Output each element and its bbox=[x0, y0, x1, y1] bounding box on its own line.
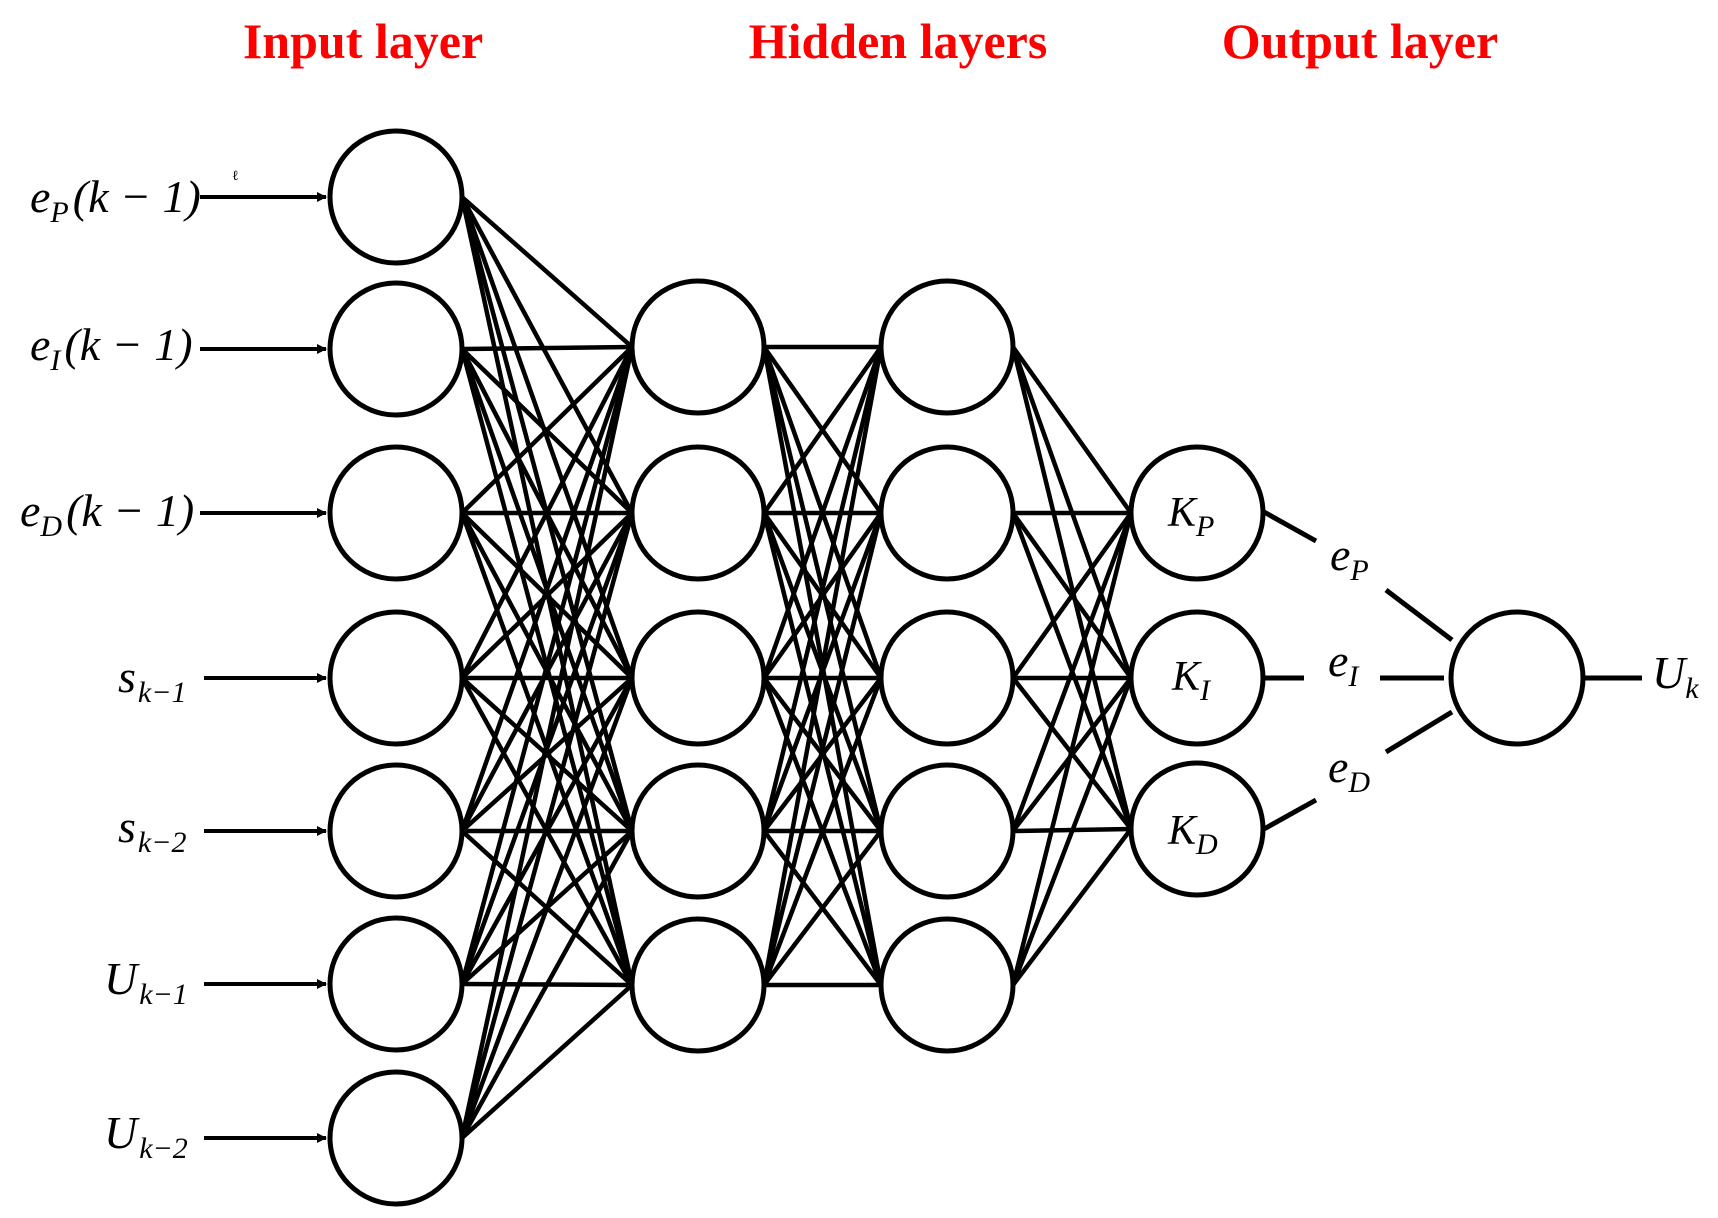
hidden1-hidden2-edge bbox=[761, 677, 884, 986]
hidden2-output-edge bbox=[1010, 677, 1134, 986]
node-label-kp: KP bbox=[1167, 490, 1214, 543]
hidden1-hidden2-edge bbox=[761, 512, 884, 986]
ki-node bbox=[1128, 609, 1266, 747]
hidden1-node bbox=[629, 444, 767, 582]
input-node bbox=[327, 128, 465, 266]
error-label-ep: eP bbox=[1330, 529, 1369, 587]
hidden1-hidden2-edge bbox=[761, 346, 884, 832]
input-node bbox=[327, 1069, 465, 1207]
input-hidden1-edge bbox=[461, 344, 633, 352]
node-label-ki: KI bbox=[1171, 654, 1212, 707]
hidden2-node bbox=[878, 444, 1016, 582]
input-label-sk2: sk−2 bbox=[118, 801, 186, 859]
input-hidden1-edge bbox=[460, 983, 634, 1140]
hidden2-node bbox=[878, 609, 1016, 747]
hidden1-hidden2-edge bbox=[761, 346, 884, 679]
output-label-uk: Uk bbox=[1652, 647, 1699, 705]
input-arrows bbox=[200, 192, 327, 1143]
input-label-uk2: Uk−2 bbox=[104, 1107, 188, 1165]
hidden2-output-edge bbox=[1010, 512, 1134, 986]
kd-node bbox=[1128, 760, 1266, 898]
input-label-ed: eD(k − 1) bbox=[20, 485, 194, 543]
hidden1-node bbox=[629, 278, 767, 416]
input-label-sk1: sk−1 bbox=[118, 651, 186, 709]
hidden2-output-edge bbox=[1011, 511, 1133, 680]
hidden2-output-edge bbox=[1010, 512, 1134, 832]
hidden2-node bbox=[878, 916, 1016, 1054]
kp-node bbox=[1128, 444, 1266, 582]
input-hidden1-edge bbox=[459, 512, 635, 1139]
input-labels: eP(k − 1) eI(k − 1) eD(k − 1) sk−1 sk−2 … bbox=[20, 171, 201, 1165]
stray-mark: ℓ bbox=[232, 169, 239, 184]
link-kp-ep bbox=[1262, 509, 1318, 544]
link-ed-sum bbox=[1384, 709, 1454, 755]
connections bbox=[459, 195, 1134, 1140]
input-node bbox=[327, 280, 465, 418]
output-layer-header: Output layer bbox=[1222, 13, 1498, 69]
input-hidden1-edge bbox=[460, 345, 634, 515]
hidden1-node bbox=[629, 916, 767, 1054]
input-layer-header: Input layer bbox=[243, 13, 483, 69]
hidden1-node bbox=[629, 609, 767, 747]
input-node bbox=[327, 444, 465, 582]
link-kd-ed bbox=[1262, 797, 1318, 832]
error-label-ei: eI bbox=[1328, 635, 1360, 693]
input-node bbox=[327, 915, 465, 1053]
input-hidden1-edge bbox=[459, 346, 635, 985]
hidden2-node bbox=[878, 762, 1016, 900]
input-hidden1-edge bbox=[459, 346, 635, 1139]
input-hidden1-edge bbox=[460, 195, 634, 349]
hidden-layers-header: Hidden layers bbox=[749, 13, 1048, 69]
input-label-ep: eP(k − 1) bbox=[30, 171, 201, 229]
hidden2-output-edge bbox=[1011, 345, 1133, 515]
hidden2-output-edge bbox=[1010, 346, 1134, 830]
input-label-ei: eI(k − 1) bbox=[30, 319, 193, 377]
input-node bbox=[327, 762, 465, 900]
hidden1-hidden2-edge bbox=[761, 346, 884, 986]
hidden2-node bbox=[878, 278, 1016, 416]
summation-node bbox=[1448, 609, 1586, 747]
error-label-ed: eD bbox=[1328, 741, 1370, 799]
output-links bbox=[1262, 509, 1642, 832]
input-hidden1-edge bbox=[459, 346, 635, 832]
hidden2-output-edge bbox=[1011, 827, 1133, 987]
input-label-uk1: Uk−1 bbox=[104, 953, 188, 1011]
node-label-kd: KD bbox=[1167, 808, 1218, 861]
hidden1-hidden2-edge bbox=[762, 829, 883, 987]
input-node bbox=[327, 609, 465, 747]
input-hidden1-edge bbox=[460, 829, 634, 1140]
input-hidden1-edge bbox=[459, 345, 635, 680]
nodes bbox=[327, 128, 1586, 1207]
link-ep-sum bbox=[1384, 588, 1454, 642]
input-hidden1-edge bbox=[459, 677, 635, 1139]
hidden1-node bbox=[629, 762, 767, 900]
hidden1-hidden2-edge bbox=[762, 345, 883, 515]
